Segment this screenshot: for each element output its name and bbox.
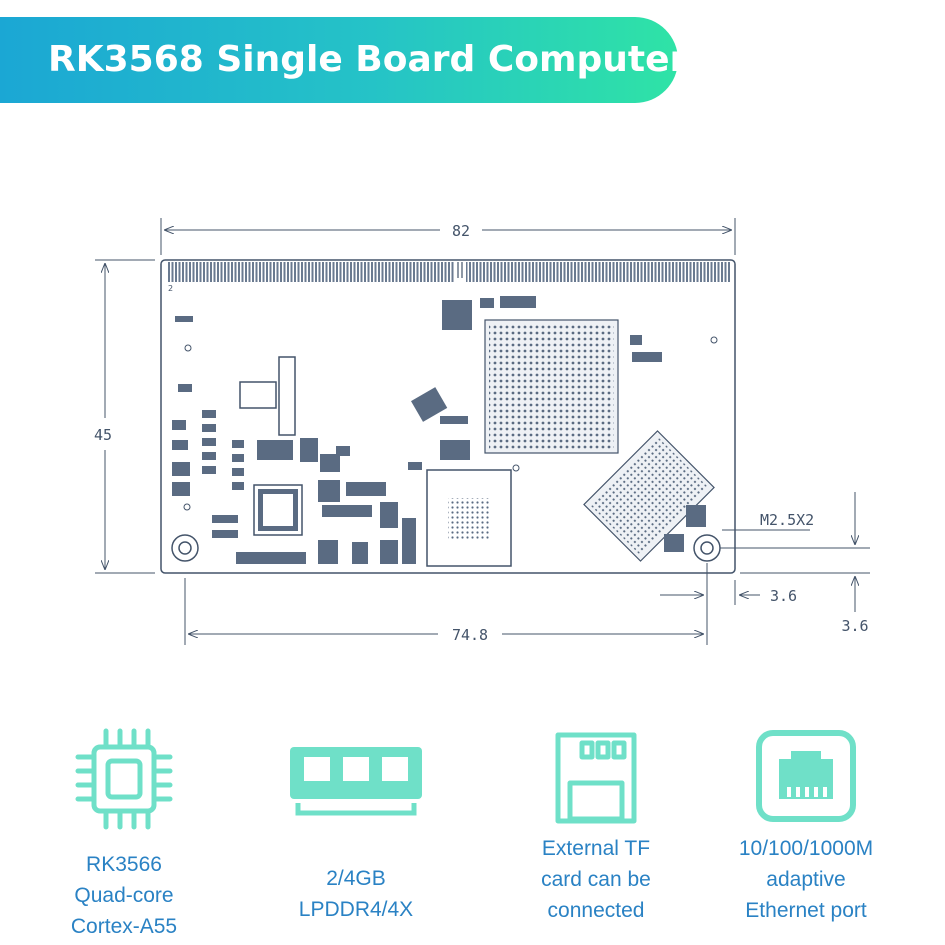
dimension-width-label: 82 — [452, 222, 470, 240]
dimension-height-label: 45 — [94, 426, 112, 444]
title-banner: RK3568 Single Board Computer — [0, 17, 687, 103]
hole-spacing-label: 74.8 — [452, 626, 488, 644]
hole-offset-x-label: 3.6 — [770, 587, 797, 605]
feature-tf-card-label: External TF card can be connected — [541, 837, 651, 922]
feature-ethernet-label: 10/100/1000M adaptive Ethernet port — [738, 837, 874, 922]
feature-memory: 2/4GB LPDDR4/4X — [266, 725, 446, 925]
ethernet-port-icon — [756, 730, 856, 822]
feature-cpu-label: RK3566 Quad-core Cortex-A55 — [70, 853, 178, 938]
edge-connector-pins — [167, 262, 455, 282]
memory-module-icon — [290, 747, 422, 816]
feature-memory-label: 2/4GB LPDDR4/4X — [298, 867, 414, 921]
hole-offset-y-label: 3.6 — [841, 617, 868, 635]
board-dimension-diagram: 2 — [94, 218, 870, 645]
edge-connector-pins — [466, 262, 730, 282]
mounting-hole — [171, 534, 199, 562]
tf-card-icon — [555, 732, 637, 824]
cpu-chip-icon — [75, 728, 173, 830]
feature-ethernet: 10/100/1000M adaptive Ethernet port — [716, 725, 896, 926]
feature-tf-card: External TF card can be connected — [506, 725, 686, 926]
ram-chip — [583, 430, 715, 562]
feature-cpu: RK3566 Quad-core Cortex-A55 — [34, 725, 214, 942]
hole-size-label: M2.5X2 — [760, 511, 814, 529]
corner-mark: 2 — [168, 284, 173, 293]
page-title: RK3568 Single Board Computer — [48, 39, 688, 80]
